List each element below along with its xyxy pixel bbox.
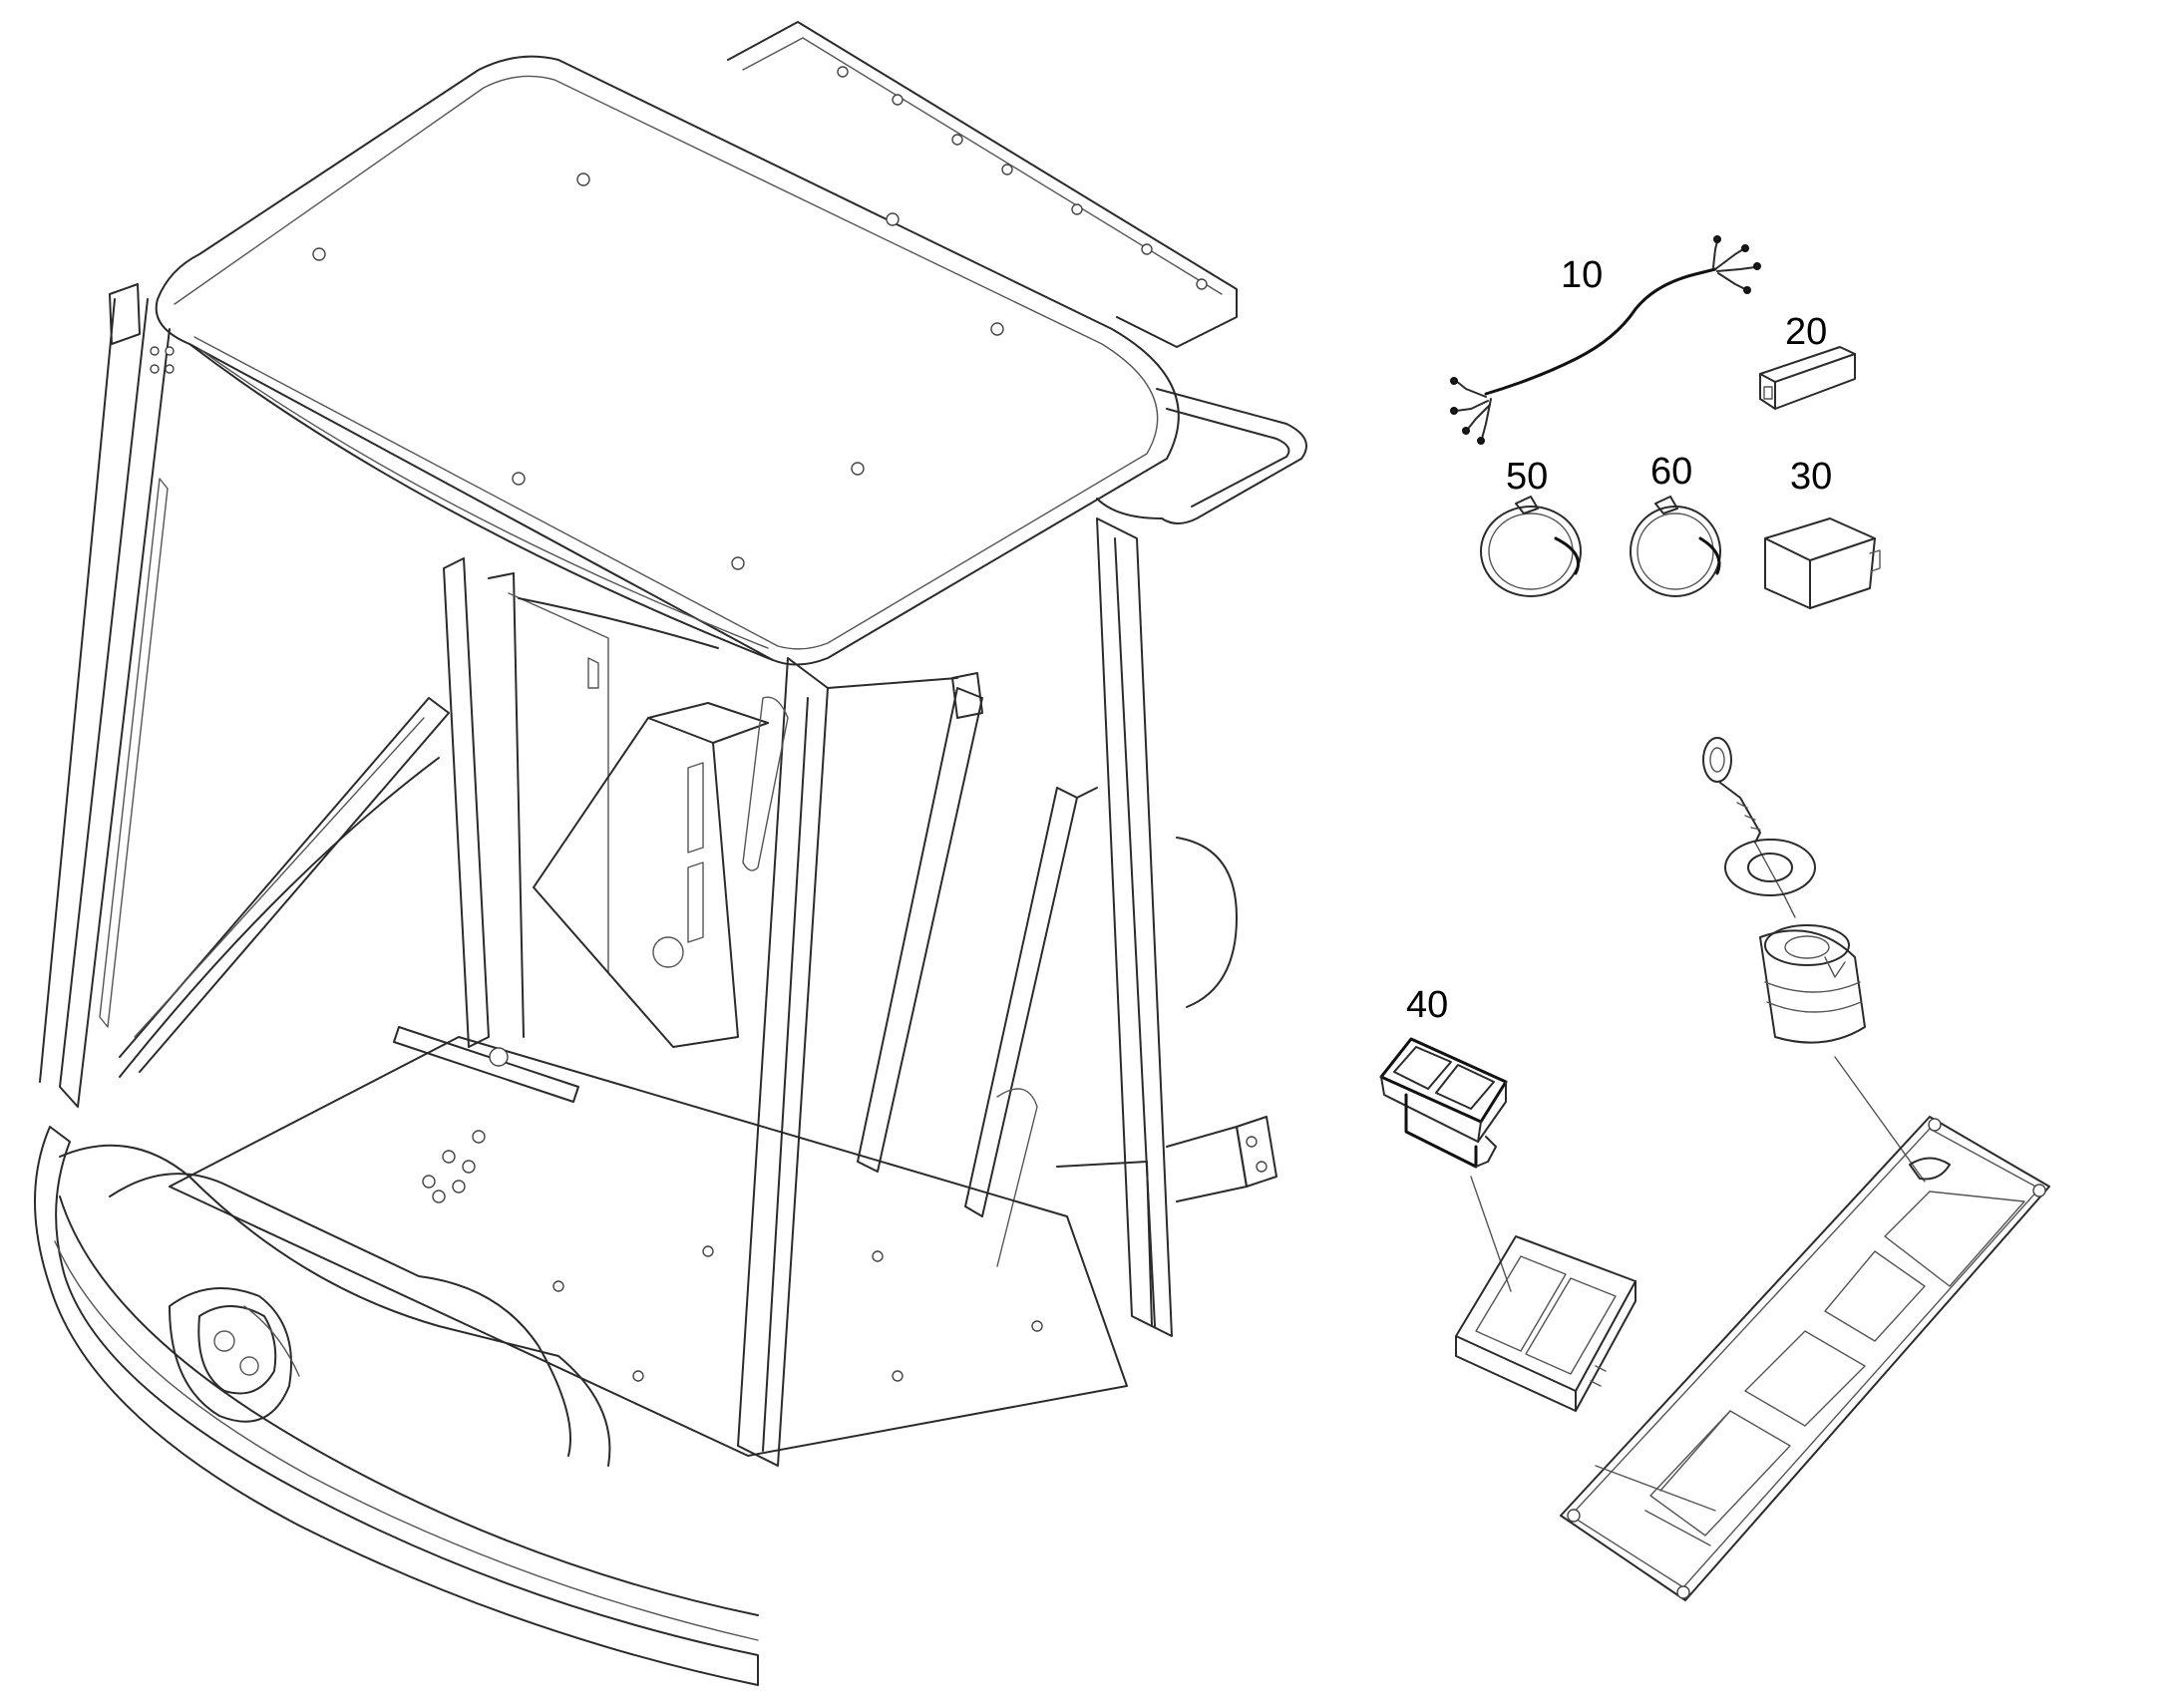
wiring-harness-part	[1450, 235, 1761, 445]
cab-frame-drawing	[34, 21, 1307, 1686]
callout-10: 10	[1561, 254, 1603, 296]
small-block-part	[1759, 346, 1856, 410]
dash-plate-part	[1560, 1116, 2050, 1601]
callout-50: 50	[1506, 456, 1548, 498]
clamp-band-50-part	[1480, 496, 1582, 597]
clamp-band-60-part	[1630, 496, 1721, 597]
switch-bezel-part	[1455, 1235, 1636, 1412]
relay-cube-part	[1764, 517, 1881, 609]
callout-60: 60	[1650, 451, 1692, 493]
callout-40: 40	[1406, 984, 1448, 1026]
callout-30: 30	[1790, 456, 1832, 498]
callout-20: 20	[1785, 311, 1827, 353]
ignition-switch-part	[1702, 737, 1926, 1183]
rocker-switch-part	[1379, 1037, 1512, 1292]
